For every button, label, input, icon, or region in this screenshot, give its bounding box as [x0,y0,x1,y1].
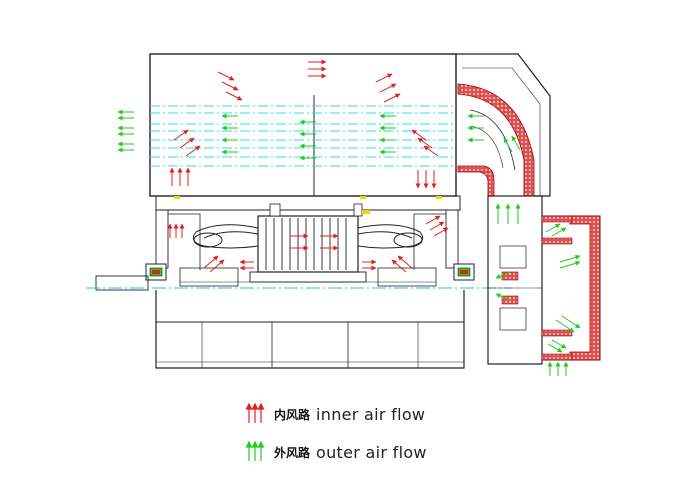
legend-outer-cn: 外风路 [274,445,311,460]
rotor [179,267,437,287]
legend-inner: 内风路 inner air flow [244,402,425,426]
bearing-right [453,263,475,281]
motor-frame [155,195,465,369]
legend-inner-en: inner air flow [316,404,426,424]
stator-core [257,203,370,273]
end-windings [192,224,424,249]
green-upward-arrows-icon [245,441,265,461]
shaft [86,275,512,291]
legend-outer-en: outer air flow [316,442,427,462]
legend-outer: 外风路 outer air flow [244,440,427,464]
inner-air-flow-arrows [167,59,449,273]
external-fan-duct [501,215,601,361]
outer-air-flow-arrows [117,109,581,376]
cooling-tube-lines [150,105,456,167]
red-upward-arrows-icon [245,403,265,423]
hatch-markers [174,196,442,199]
legend-inner-cn: 内风路 [274,407,311,422]
bearing-left [145,263,167,281]
